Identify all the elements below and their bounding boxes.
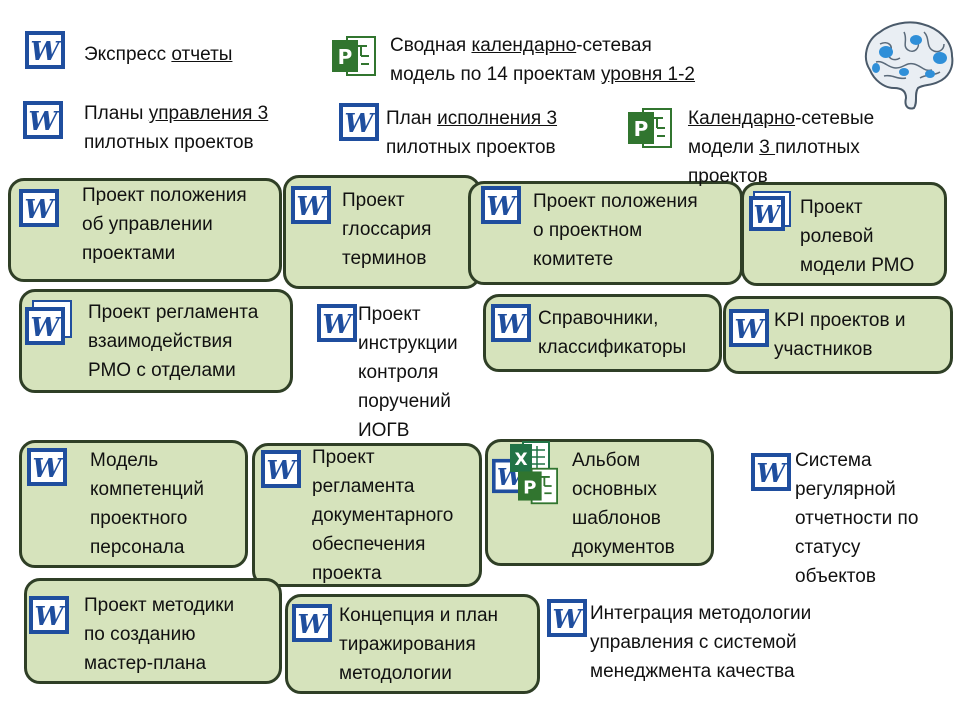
ms-project-icon: P [518,467,558,505]
svg-text:W: W [296,192,328,222]
word-doc-icon: W [29,596,69,634]
svg-text:P: P [634,117,649,141]
text-fragment: План [386,108,438,129]
item-express: Экспресс отчеты [84,40,232,69]
word-doc-icon: W [25,300,72,345]
item-plany: Планы управления 3 пилотных проектов [84,99,268,157]
text-fragment: -сетевая [576,35,652,56]
underlined-text: календарно [471,35,577,56]
item-polozh-kom: Проект положения о проектном комитете [533,191,698,270]
word-doc-icon: W [339,103,379,141]
text-fragment: проектов [688,166,768,187]
underlined-text: 3 [759,137,776,158]
word-doc-icon: W [317,304,357,342]
item-metodika: Проект методики по созданию мастер-плана [84,595,235,674]
underlined-text: Календарно [688,108,796,129]
svg-text:W: W [496,310,528,340]
svg-text:W: W [24,195,56,225]
item-instrukcii: Проект инструкции контроля поручений ИОГ… [358,304,458,441]
item-model-komp: Модель компетенций проектного персонала [90,450,205,558]
text-fragment: Планы [84,103,149,124]
word-doc-icon: W [23,101,63,139]
text-fragment: модели [688,137,760,158]
item-koncepciya: Концепция и план тиражирования методолог… [339,605,499,684]
item-kalendar: Календарно-сетевые модели 3 пилотных про… [688,104,874,191]
svg-text:W: W [30,37,62,67]
ms-project-icon: P [332,36,376,76]
item-reglament-doc: Проект регламента документарного обеспеч… [312,447,454,584]
word-doc-icon: W [292,604,332,642]
item-polozh-upr: Проект положения об управлении проектами [82,185,247,264]
svg-text:W: W [28,107,60,137]
ms-project-icon: P [628,108,672,148]
text-fragment: Экспресс [84,44,172,65]
text-fragment: модель по 14 проектам [390,64,601,85]
svg-text:W: W [486,192,518,222]
svg-text:W: W [30,313,62,343]
word-doc-icon: W [749,191,791,231]
svg-text:W: W [266,456,298,486]
item-rolevoy: Проект ролевой модели РМО [800,197,915,276]
svg-text:P: P [338,45,353,69]
word-doc-icon: W [547,599,587,637]
text-fragment: Сводная [390,35,472,56]
svg-text:W: W [297,610,329,640]
svg-text:W: W [34,602,66,632]
svg-text:P: P [523,477,536,498]
word-doc-icon: W [729,309,769,347]
underlined-text: уровня 1-2 [600,64,696,85]
text-fragment: -сетевые [795,108,875,129]
underlined-text: исполнения 3 [437,108,558,129]
text-fragment: пилотных проектов [84,132,254,153]
word-doc-icon: W [261,450,301,488]
underlined-text: отчеты [171,44,233,65]
word-doc-icon: W [27,448,67,486]
item-sistema: Система регулярной отчетности по статусу… [795,450,919,587]
svg-text:W: W [322,310,354,340]
text-fragment: пилотных проектов [386,137,556,158]
item-plan-isp: План исполнения 3 пилотных проектов [386,104,557,162]
item-reglament-vz: Проект регламента взаимодействия РМО с о… [88,302,259,381]
word-doc-icon: W [491,304,531,342]
word-doc-icon: W [19,189,59,227]
word-doc-icon: W [481,186,521,224]
underlined-text: управления 3 [148,103,269,124]
svg-text:W: W [344,109,376,139]
word-doc-icon: W [751,453,791,491]
item-integraciya: Интеграция методологии управления с сист… [590,603,812,682]
text-fragment: пилотных [775,137,860,158]
brain-icon [864,21,954,110]
word-doc-icon: W [25,31,65,69]
svg-text:W: W [754,200,783,229]
svg-text:W: W [552,605,584,635]
item-svodnaya: Сводная календарно-сетевая модель по 14 … [390,31,695,89]
svg-text:W: W [32,454,64,484]
item-albom: Альбом основных шаблонов документов [572,450,675,558]
svg-text:X: X [514,450,527,470]
word-doc-icon: W [291,186,331,224]
item-spravochniki: Справочники, классификаторы [538,308,687,358]
item-glossary: Проект глоссария терминов [342,190,432,269]
svg-text:W: W [734,315,766,345]
item-kpi: KPI проектов и участников [774,310,906,360]
svg-text:W: W [756,459,788,489]
